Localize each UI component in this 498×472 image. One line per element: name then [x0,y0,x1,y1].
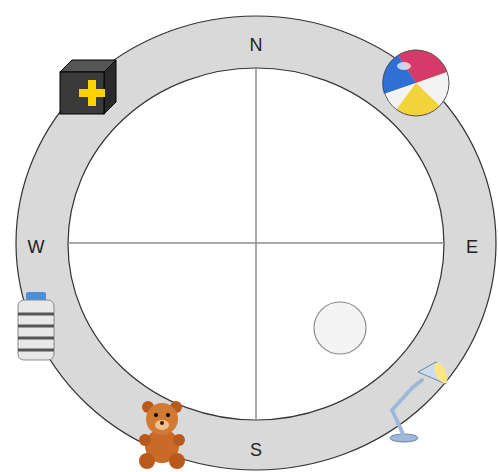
quadrant-line [68,242,444,244]
desk-lamp [390,361,450,442]
beach-ball [382,50,449,116]
platform [314,302,366,354]
compass-label: N [250,36,263,54]
compass-label: E [466,238,478,256]
first-aid-box [60,60,116,114]
quadrant-line [255,68,257,420]
compass-label: S [250,441,262,459]
compass-label: W [28,238,45,256]
water-jug [18,292,54,360]
teddy-bear [139,401,185,469]
pool [68,68,444,420]
outer-ring [16,16,496,470]
